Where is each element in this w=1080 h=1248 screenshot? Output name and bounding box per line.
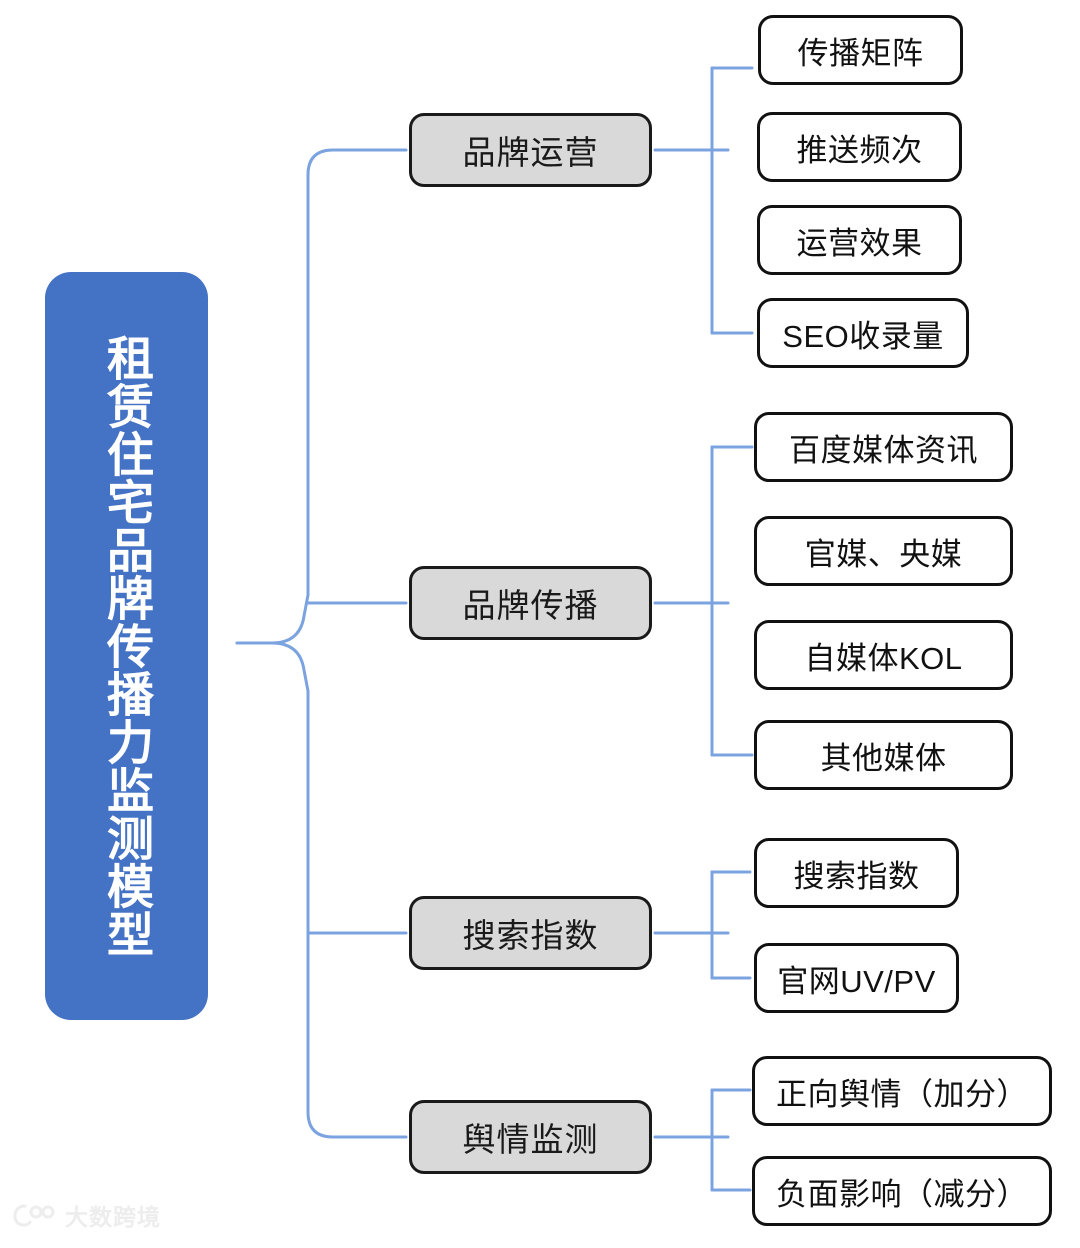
root-node-label: 租赁住宅品牌传播力监测模型 [100,334,154,958]
leaf-node-baidu-media-news[interactable]: 百度媒体资讯 [754,412,1013,482]
leaf-node-label: 负面影响（减分） [776,1176,1028,1212]
branch-node-label: 品牌传播 [462,587,599,624]
leaf-node-label: 其他媒体 [820,740,947,776]
leaf-node-seo-index-count[interactable]: SEO收录量 [757,298,969,368]
leaf-node-label: 百度媒体资讯 [789,432,978,468]
leaf-node-positive-sentiment[interactable]: 正向舆情（加分） [752,1056,1052,1126]
leaf-node-operation-effect[interactable]: 运营效果 [757,205,962,275]
leaf-node-other-media[interactable]: 其他媒体 [754,720,1013,790]
root-stem-connector [235,593,310,645]
branch-node-label: 舆情监测 [462,1121,599,1158]
leaf-node-self-media-kol[interactable]: 自媒体KOL [754,620,1013,690]
leaf-node-label: 正向舆情（加分） [776,1076,1028,1112]
leaf-node-label: 自媒体KOL [804,640,963,676]
branch-node-label: 搜索指数 [462,917,599,954]
leaf-node-label: SEO收录量 [782,318,944,354]
logo-mark-icon [13,1204,55,1227]
branch-node-label: 品牌运营 [462,134,599,171]
leaf-node-label: 运营效果 [796,225,923,261]
branch-node-sentiment-monitoring[interactable]: 舆情监测 [409,1100,652,1174]
trunk-lower [306,689,408,1139]
branch-node-brand-operations[interactable]: 品牌运营 [409,113,652,187]
root-stem-connector-lower [235,641,310,693]
leaf-node-communication-matrix[interactable]: 传播矩阵 [758,15,963,85]
leaf-node-negative-impact[interactable]: 负面影响（减分） [752,1156,1052,1226]
branch-node-search-index[interactable]: 搜索指数 [409,896,652,970]
leaf-node-push-frequency[interactable]: 推送频次 [757,112,962,182]
leaf-node-search-index[interactable]: 搜索指数 [754,838,959,908]
leaf-node-label: 推送频次 [796,132,923,168]
leaf-node-label: 搜索指数 [793,858,920,894]
watermark: 大数跨境 [12,1198,161,1232]
branch-node-brand-communication[interactable]: 品牌传播 [409,566,652,640]
watermark-text: 大数跨境 [65,1204,161,1230]
leaf-node-website-uv-pv[interactable]: 官网UV/PV [754,943,959,1013]
leaf-node-label: 官媒、央媒 [804,536,963,572]
leaf-node-label: 传播矩阵 [797,35,924,71]
leaf-node-official-central-media[interactable]: 官媒、央媒 [754,516,1013,586]
root-node[interactable]: 租赁住宅品牌传播力监测模型 [45,272,208,1020]
trunk-upper [306,148,408,597]
leaf-node-label: 官网UV/PV [777,963,936,999]
